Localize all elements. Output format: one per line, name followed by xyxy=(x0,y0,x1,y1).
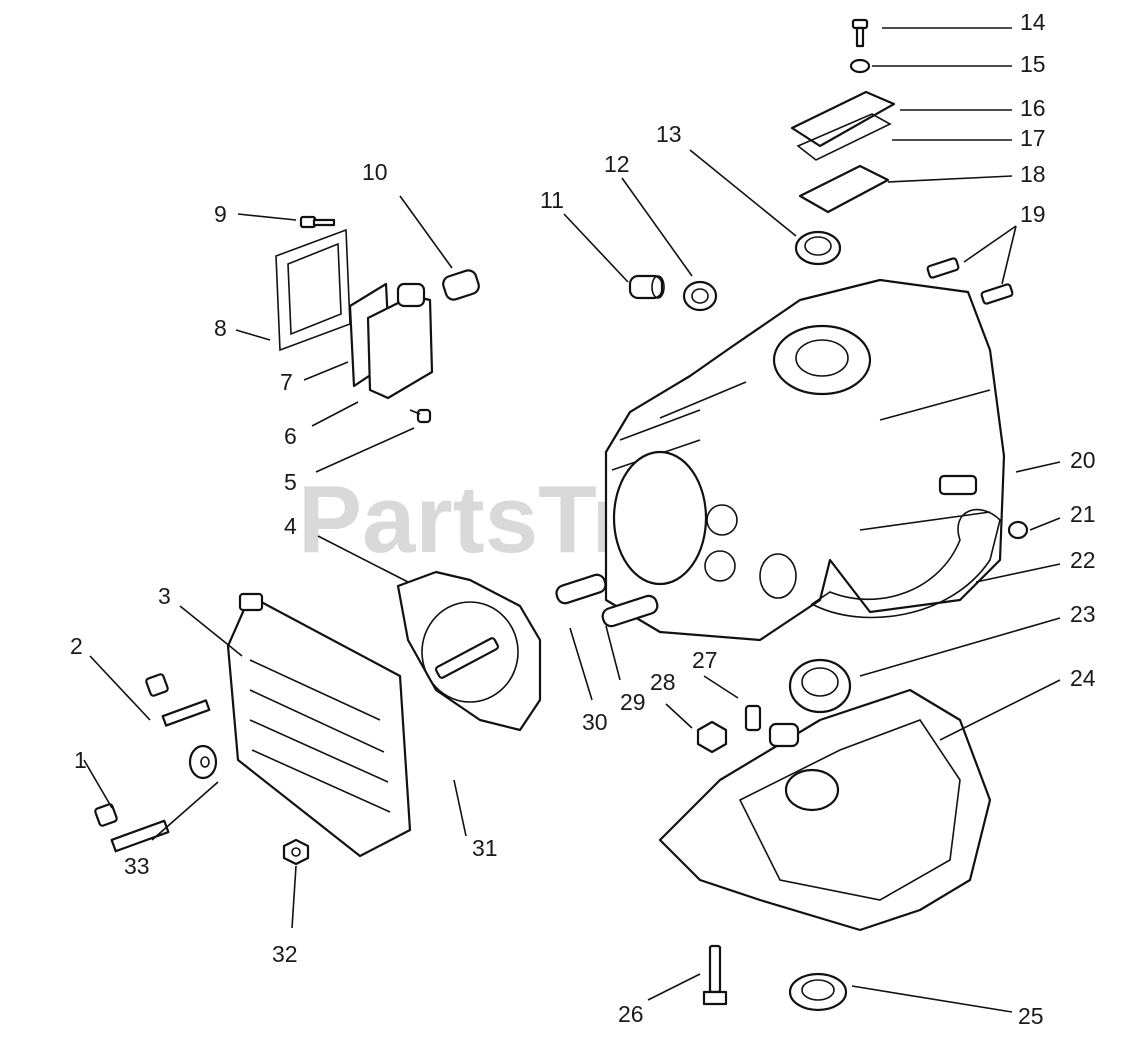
callout-12: 12 xyxy=(604,151,630,177)
callout-11: 11 xyxy=(540,187,564,213)
part-26-bolt xyxy=(702,944,728,1006)
part-2-bolt xyxy=(145,673,211,727)
callout-7: 7 xyxy=(280,369,293,395)
part-6-housing xyxy=(366,282,434,400)
callout-30: 30 xyxy=(582,709,608,735)
callout-18: 18 xyxy=(1020,161,1046,187)
callout-26: 26 xyxy=(618,1001,644,1027)
callout-25: 25 xyxy=(1018,1003,1044,1029)
callout-14: 14 xyxy=(1020,9,1046,35)
part-20-crankcase xyxy=(604,278,1006,642)
part-24-sump-cover xyxy=(658,688,992,932)
callout-31: 31 xyxy=(472,835,498,861)
part-15-washer xyxy=(849,58,871,74)
callout-1: 1 xyxy=(74,747,87,773)
callout-23: 23 xyxy=(1070,601,1096,627)
part-29-pin xyxy=(601,594,659,628)
part-8-gasket-inner xyxy=(287,242,342,336)
part-27-pin xyxy=(744,704,762,732)
part-11-bushing xyxy=(628,274,665,300)
part-19-stud-a xyxy=(926,257,960,279)
callout-4: 4 xyxy=(284,513,297,539)
callout-9: 9 xyxy=(214,201,227,227)
part-19-stud-b xyxy=(980,283,1014,305)
part-1-bolt xyxy=(94,803,170,853)
part-33-washer xyxy=(188,744,218,780)
part-10-sleeve xyxy=(442,269,480,301)
part-16-cover xyxy=(790,90,896,148)
leader-lines xyxy=(83,27,1061,1013)
callout-32: 32 xyxy=(272,941,298,967)
callout-24: 24 xyxy=(1070,665,1096,691)
part-12-clamp xyxy=(682,280,718,312)
callout-27: 27 xyxy=(692,647,718,673)
callout-13: 13 xyxy=(656,121,682,147)
part-21-cap xyxy=(1007,520,1029,540)
part-18-plate xyxy=(798,164,890,214)
part-32-nut xyxy=(282,838,310,866)
part-30-pin xyxy=(555,573,607,605)
part-14-screw xyxy=(851,18,869,48)
callout-labels: 1 2 3 4 5 6 7 8 9 10 11 12 13 14 15 16 1… xyxy=(70,9,1096,1029)
callout-8: 8 xyxy=(214,315,227,341)
part-3-cylinder-head xyxy=(226,592,412,858)
callout-29: 29 xyxy=(620,689,646,715)
part-22-gasket xyxy=(810,508,1001,619)
callout-17: 17 xyxy=(1020,125,1046,151)
part-23-bearing xyxy=(788,658,852,714)
callout-6: 6 xyxy=(284,423,297,449)
callout-16: 16 xyxy=(1020,95,1046,121)
part-9-screw xyxy=(299,215,336,229)
callout-3: 3 xyxy=(158,583,171,609)
callout-22: 22 xyxy=(1070,547,1096,573)
part-28-nut xyxy=(696,720,728,754)
callout-33: 33 xyxy=(124,853,150,879)
part-31-stud xyxy=(435,637,499,679)
part-17-gasket xyxy=(796,113,892,161)
part-25-oil-seal xyxy=(788,972,848,1012)
callout-20: 20 xyxy=(1070,447,1096,473)
part-5-screw xyxy=(409,408,432,424)
callout-10: 10 xyxy=(362,159,388,185)
part-13-oil-seal xyxy=(794,230,842,266)
callout-19: 19 xyxy=(1020,201,1046,227)
callout-5: 5 xyxy=(284,469,297,495)
callout-21: 21 xyxy=(1070,501,1096,527)
callout-28: 28 xyxy=(650,669,676,695)
callout-15: 15 xyxy=(1020,51,1046,77)
callout-2: 2 xyxy=(70,633,83,659)
